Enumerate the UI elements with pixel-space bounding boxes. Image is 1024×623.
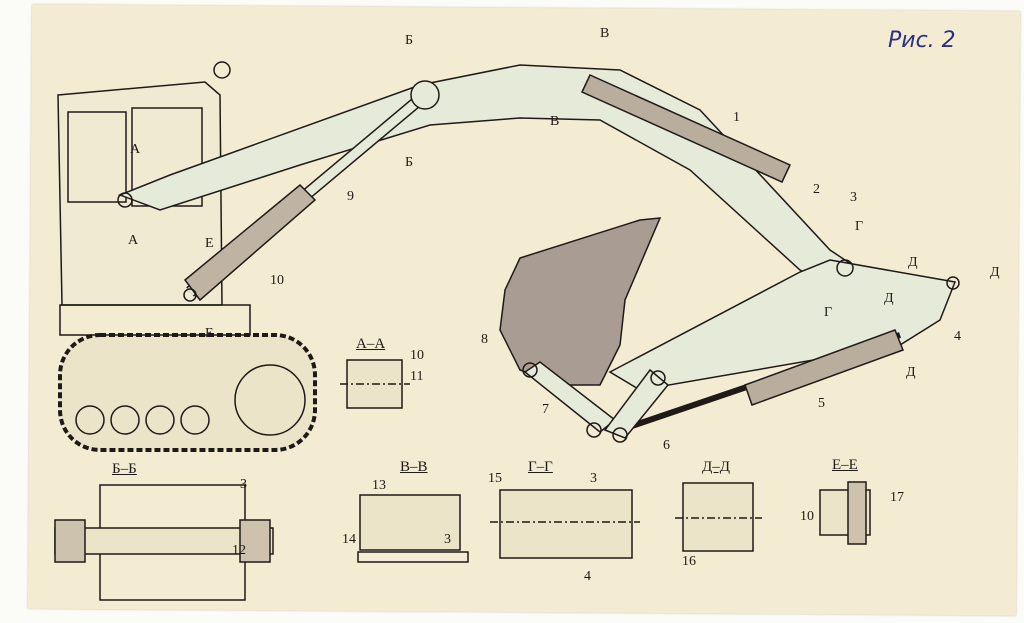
callout-7: 7 [542, 402, 549, 417]
cut-mark-g-bottom: Г [824, 305, 833, 320]
bucket-cylinder [619, 329, 904, 433]
cut-mark-d-1: Д [908, 255, 918, 270]
cut-mark-v-top: В [600, 26, 610, 41]
section-v-v [357, 494, 469, 563]
callout-10: 10 [270, 273, 284, 288]
section-g-g-part-4: 4 [584, 569, 591, 584]
section-v-v-part-3: 3 [444, 532, 451, 547]
section-g-g [490, 489, 640, 559]
callout-5: 5 [818, 396, 825, 411]
cut-mark-a-bottom: А [128, 233, 139, 248]
section-v-v-part-14: 14 [342, 532, 356, 547]
section-title-a-a: А–А [356, 336, 386, 352]
callout-2: 2 [813, 182, 820, 197]
section-g-g-part-3: 3 [590, 471, 597, 486]
section-e-e-part-17: 17 [890, 490, 904, 505]
cut-mark-e-bottom: Е [205, 326, 214, 341]
bucket [499, 217, 662, 386]
section-d-d [675, 482, 762, 552]
section-b-b-part-12: 12 [232, 543, 246, 558]
cut-mark-d-3: Д [884, 291, 894, 306]
bucket-linkage [522, 361, 670, 443]
pin-boom-base [117, 192, 133, 208]
section-e-e [819, 481, 871, 545]
section-a-a-part-10: 10 [410, 348, 424, 363]
cut-mark-g-top: Г [855, 219, 864, 234]
cut-mark-b-bottom: Б [405, 155, 414, 170]
section-title-v-v: В–В [400, 459, 428, 475]
cut-mark-v-bottom: В [550, 114, 560, 129]
section-title-e-e: Е–Е [832, 457, 858, 473]
pin-arm-bucket [946, 276, 960, 290]
callout-8: 8 [481, 332, 488, 347]
section-a-a [340, 359, 410, 409]
cut-mark-d-4: Д [906, 365, 916, 380]
boom-cylinder [183, 80, 440, 302]
section-title-d-d: Д–Д [702, 459, 730, 475]
section-b-b [54, 484, 274, 601]
section-v-v-part-13: 13 [372, 478, 386, 493]
crawler-track [58, 304, 317, 452]
section-d-d-part-16: 16 [682, 554, 696, 569]
cut-mark-e-top: Е [205, 236, 214, 251]
figure-label: Рис. 2 [888, 28, 956, 53]
callout-9: 9 [347, 189, 354, 204]
section-title-b-b: Б–Б [112, 461, 137, 477]
section-g-g-part-15: 15 [488, 471, 502, 486]
section-title-g-g: Г–Г [528, 459, 553, 475]
callout-3: 3 [850, 190, 857, 205]
cut-mark-d-2: Д [990, 265, 1000, 280]
section-a-a-part-11: 11 [410, 369, 424, 384]
section-b-b-part-3: 3 [240, 477, 247, 492]
section-e-e-part-10: 10 [800, 509, 814, 524]
pin-boom-arm [836, 259, 854, 277]
callout-4: 4 [954, 329, 961, 344]
cut-mark-b-top: Б [405, 33, 414, 48]
callout-6: 6 [663, 438, 670, 453]
callout-1: 1 [733, 110, 740, 125]
arm-cylinder [580, 74, 792, 183]
cut-mark-a-top: А [130, 142, 141, 157]
